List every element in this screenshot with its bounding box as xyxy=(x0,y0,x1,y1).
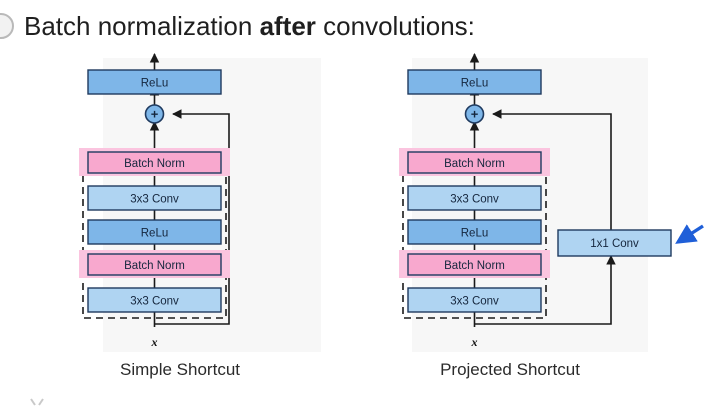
residual-branch-boundary xyxy=(402,151,547,319)
block-conv-3x3-upper: 3x3 Conv xyxy=(407,185,542,211)
bullet-circle-icon xyxy=(0,13,14,39)
block-relu-output: ReLu xyxy=(407,69,542,95)
title-suffix: convolutions: xyxy=(315,11,475,41)
block-label: ReLu xyxy=(141,78,169,90)
skip-connection-path xyxy=(154,109,230,325)
block-batchnorm-upper: Batch Norm xyxy=(399,148,550,176)
merge-symbol: + xyxy=(151,107,159,122)
partial-chevron-icon xyxy=(30,398,44,406)
block-conv-1x1-shortcut: 1x1 Conv xyxy=(557,229,672,257)
title-prefix: Batch normalization xyxy=(24,11,260,41)
block-conv-3x3-lower: 3x3 Conv xyxy=(87,287,222,313)
block-label: Batch Norm xyxy=(444,260,505,272)
slide-title-row: Batch normalization after convolutions: xyxy=(0,7,706,45)
pointer-arrow-icon xyxy=(675,224,704,244)
input-label-x: x xyxy=(151,335,158,349)
block-conv-3x3-lower: 3x3 Conv xyxy=(407,287,542,313)
block-batchnorm-upper: Batch Norm xyxy=(79,148,230,176)
page-title: Batch normalization after convolutions: xyxy=(24,11,475,41)
merge-add-node: + xyxy=(144,104,165,124)
block-batchnorm-lower: Batch Norm xyxy=(399,250,550,278)
block-label: ReLu xyxy=(141,228,169,240)
block-relu-middle: ReLu xyxy=(87,219,222,245)
block-conv-3x3-upper: 3x3 Conv xyxy=(87,185,222,211)
merge-symbol: + xyxy=(471,107,479,122)
merge-add-node: + xyxy=(464,104,485,124)
block-label: ReLu xyxy=(461,78,489,90)
shortcut-path-upper xyxy=(492,109,612,230)
block-relu-output: ReLu xyxy=(87,69,222,95)
diagram-simple-shortcut: 3x3 Conv Batch Norm ReLu 3x3 Conv xyxy=(55,52,355,364)
block-batchnorm-lower: Batch Norm xyxy=(79,250,230,278)
block-label: 3x3 Conv xyxy=(450,194,499,206)
caption-projected-shortcut: Projected Shortcut xyxy=(440,360,580,379)
caption-simple-shortcut: Simple Shortcut xyxy=(120,360,240,379)
block-label: Batch Norm xyxy=(124,260,185,272)
residual-branch-boundary xyxy=(82,151,227,319)
block-label: 1x1 Conv xyxy=(590,238,639,250)
block-label: 3x3 Conv xyxy=(130,194,179,206)
figure-resnet-block-diagrams: 3x3 Conv Batch Norm ReLu 3x3 Conv xyxy=(0,52,706,412)
block-label: 3x3 Conv xyxy=(450,296,499,308)
block-label: Batch Norm xyxy=(444,158,505,170)
diagram-projected-shortcut: 1x1 Conv 3x3 Conv Batch Norm ReLu 3x3 Co… xyxy=(375,52,704,364)
shortcut-path-lower xyxy=(474,255,616,325)
input-label-x: x xyxy=(471,335,478,349)
block-label: ReLu xyxy=(461,228,489,240)
block-label: 3x3 Conv xyxy=(130,296,179,308)
block-relu-middle: ReLu xyxy=(407,219,542,245)
title-emphasis: after xyxy=(259,11,316,41)
block-label: Batch Norm xyxy=(124,158,185,170)
